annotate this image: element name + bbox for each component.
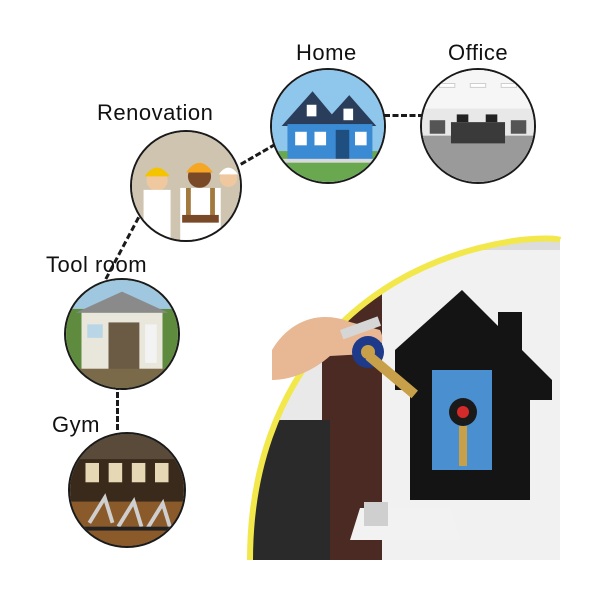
shed-icon bbox=[66, 280, 178, 388]
renovation-photo bbox=[130, 130, 242, 242]
connector-home-office bbox=[384, 114, 424, 117]
arrow-icon bbox=[349, 210, 378, 251]
label-tool-room: Tool room bbox=[46, 252, 148, 277]
arrow-icon bbox=[213, 342, 256, 372]
hand-with-keys bbox=[272, 316, 418, 399]
yellow-arc bbox=[247, 235, 562, 561]
label-home: Home bbox=[296, 40, 357, 65]
label-renovation: Renovation bbox=[97, 100, 214, 125]
label-gym: Gym bbox=[52, 412, 100, 437]
label-office: Office bbox=[448, 40, 509, 65]
tool-room-photo bbox=[64, 278, 180, 390]
connector-toolroom-gym bbox=[116, 384, 119, 430]
house-icon bbox=[272, 70, 384, 182]
arrow-icon bbox=[455, 194, 485, 236]
workers-icon bbox=[132, 132, 240, 240]
office-icon bbox=[422, 70, 534, 182]
home-photo bbox=[270, 68, 386, 184]
gym-photo bbox=[68, 432, 186, 548]
house-key-lockbox-icon bbox=[350, 290, 552, 540]
gym-icon bbox=[70, 434, 184, 546]
arrow-icon bbox=[279, 262, 318, 291]
connector-renovation-home bbox=[240, 143, 277, 166]
office-photo bbox=[420, 68, 536, 184]
arrow-icon bbox=[198, 447, 240, 477]
